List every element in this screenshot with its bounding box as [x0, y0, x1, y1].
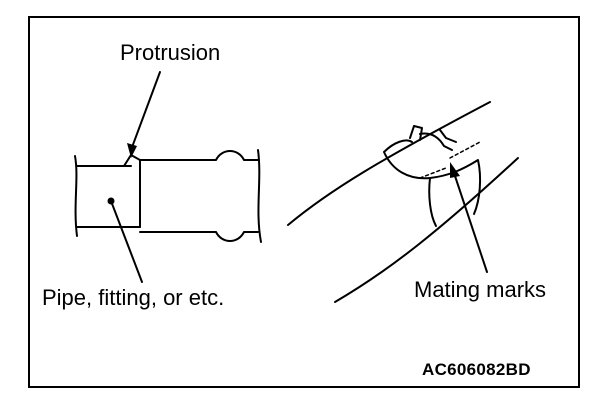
pipe-break-edge: [74, 155, 78, 237]
mating-mark-upper: [449, 141, 481, 159]
leader-lines: [107, 71, 488, 283]
mating-marks-label: Mating marks: [414, 277, 547, 302]
hose-upper-line: [287, 101, 491, 226]
clamp-tab: [409, 125, 457, 151]
pipe-leader: [110, 200, 143, 283]
protrusion-label: Protrusion: [120, 40, 221, 65]
pipe-protrusion: [123, 154, 141, 167]
mating-mark-lower: [419, 167, 447, 179]
protrusion-arrowhead: [127, 143, 137, 158]
figure-code: AC606082BD: [422, 360, 531, 379]
figure-frame: [28, 16, 580, 388]
hose-with-clamp: [287, 101, 519, 303]
hose-break-edge: [257, 149, 262, 243]
mating-arrowhead: [450, 162, 460, 178]
hose-lower-line: [334, 157, 519, 303]
pipe-label: Pipe, fitting, or etc.: [42, 285, 225, 310]
mating-leader: [452, 169, 488, 273]
hose-outline: [139, 150, 259, 242]
pipe-and-hose-assembly: [74, 149, 262, 243]
protrusion-leader: [130, 71, 161, 151]
clamp-band: [383, 139, 482, 227]
